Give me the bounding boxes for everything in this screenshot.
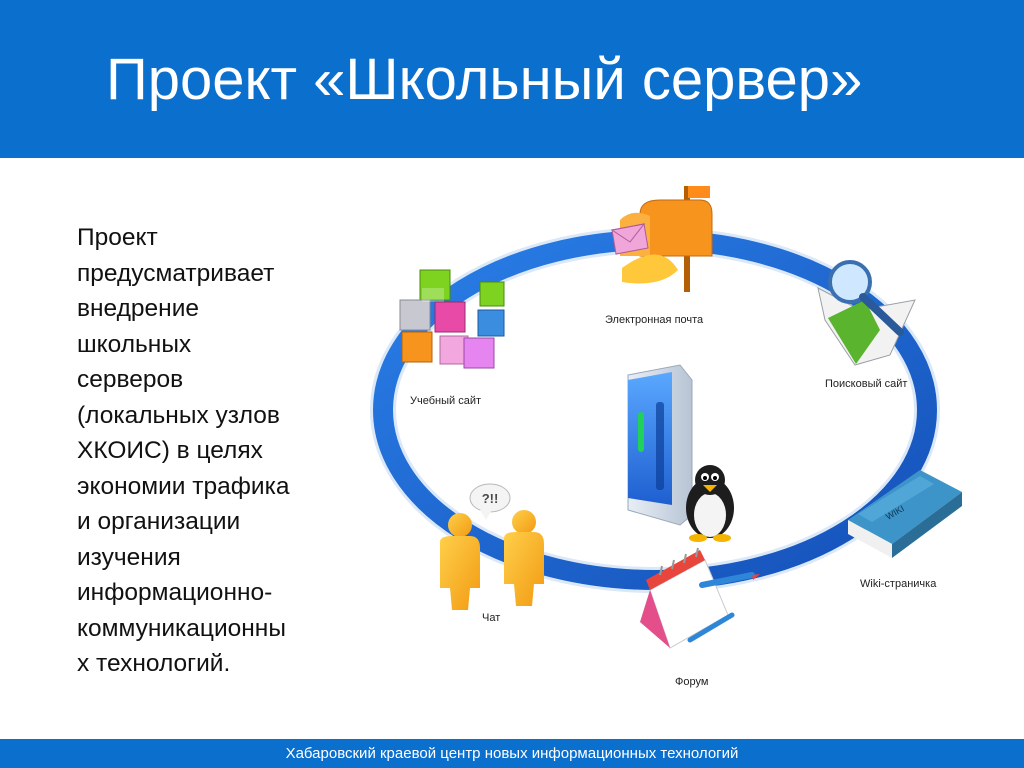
node-label-forum: Форум <box>675 676 709 688</box>
diagram-canvas: WIKI ?!! <box>370 186 962 649</box>
description-line: информационно- <box>77 579 273 606</box>
services-diagram: WIKI ?!! <box>360 170 1024 730</box>
server-penguin-icon <box>627 364 734 542</box>
description-line: и организации <box>77 508 241 535</box>
node-label-chat: Чат <box>482 612 501 624</box>
notepad-pencil-icon <box>640 547 760 649</box>
magnifier-book-icon <box>817 260 916 366</box>
footer-text: Хабаровский краевой центр новых информац… <box>285 745 739 762</box>
description-line: предусматривает <box>77 259 275 287</box>
node-label-edu: Учебный сайт <box>410 395 481 407</box>
description-line: коммуникационны <box>77 614 286 642</box>
description-line: ХКОИС) в целях <box>77 437 263 464</box>
description-text: Проект предусматривает внедрение школьны… <box>77 220 337 682</box>
slide-title: Проект «Школьный сервер» <box>106 47 863 112</box>
description-line: х технологий. <box>77 650 231 677</box>
description-line: изучения <box>77 543 181 571</box>
description-line: внедрение <box>77 295 200 322</box>
cubes-icon <box>399 269 505 369</box>
node-label-search: Поисковый сайт <box>825 378 908 390</box>
node-label-email: Электронная почта <box>605 314 704 326</box>
description-line: Проект <box>77 224 158 251</box>
description-line: экономии трафика <box>77 472 290 500</box>
description-line: серверов <box>77 366 184 393</box>
chat-bubble-text: ?!! <box>482 491 499 506</box>
description-line: (локальных узлов <box>77 401 280 429</box>
title-bar: Проект «Школьный сервер» <box>0 0 1024 158</box>
node-label-wiki: Wiki-страничка <box>860 578 937 590</box>
wiki-book-icon: WIKI <box>848 470 962 558</box>
description-line: школьных <box>77 330 192 358</box>
mailbox-icon <box>610 186 713 292</box>
people-chat-icon: ?!! <box>440 483 544 610</box>
footer-bar: Хабаровский краевой центр новых информац… <box>0 739 1024 768</box>
